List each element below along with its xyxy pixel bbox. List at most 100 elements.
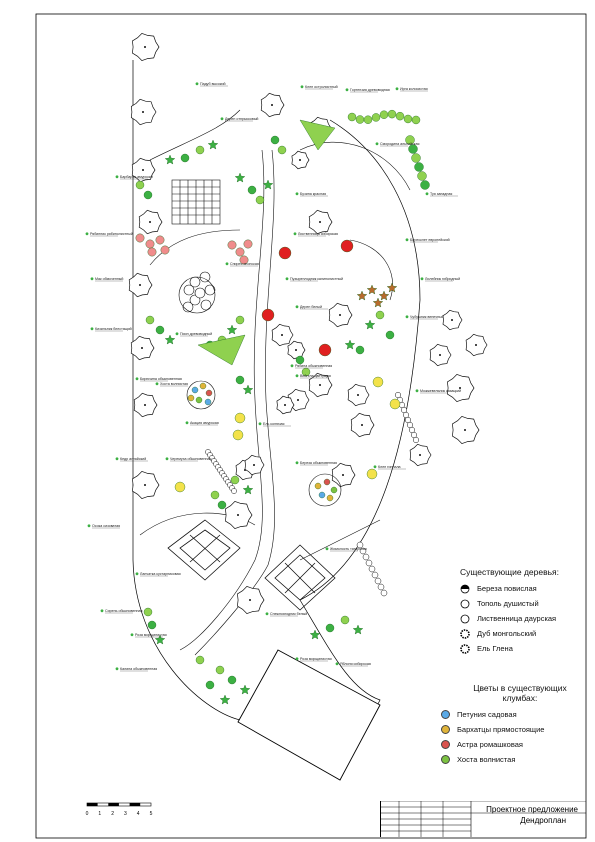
conifer-planting: [364, 319, 376, 330]
legend-tree-row: Ель Глена: [460, 641, 590, 656]
shrub-planting: [143, 607, 153, 617]
plant-callout-label: Спирея японская: [230, 262, 259, 266]
legend-tree-label: Тополь душистый: [477, 599, 539, 608]
shrub-planting: [255, 195, 265, 205]
plant-callout-label: Яблоня сибирская: [340, 662, 371, 666]
red-accent-planting: [261, 308, 275, 322]
flower-color-swatch-icon: [441, 710, 450, 719]
plant-callout: Кизильник блестящий: [90, 327, 132, 332]
conifer-planting: [239, 684, 251, 695]
plant-callout-label: Гортензия древовидная: [350, 88, 390, 92]
legend-flower-label: Петуния садовая: [457, 710, 517, 719]
scale-tick-label: 2: [111, 811, 114, 817]
existing-tree-3: [131, 157, 156, 183]
pink-planting: [145, 239, 155, 249]
plant-callout-label: Бузина красная: [300, 192, 326, 196]
plant-callout: Клен остролистный: [300, 85, 338, 90]
legend-tree-row: Тополь душистый: [460, 596, 590, 611]
plant-callout-label: Рябинник рябинолистный: [90, 232, 133, 236]
plant-callout-label: Береза обыкновенная: [300, 461, 337, 465]
shrub-planting: [270, 135, 280, 145]
existing-tree-7: [133, 392, 158, 418]
shrub-planting: [215, 665, 225, 675]
plant-callout: Хоста волнистая: [155, 382, 188, 387]
flower-bed-plant: [330, 486, 338, 494]
brown-planting: [386, 282, 398, 293]
plant-callout-label: Клен гиннала: [378, 465, 401, 469]
plant-callout: Роза морщинистая: [295, 657, 332, 662]
legend-flower-label: Бархатцы прямостоящие: [457, 725, 545, 734]
existing-tree-23: [442, 309, 463, 331]
round-bed-1: [178, 276, 216, 314]
red-accent-planting: [318, 343, 332, 357]
plant-callout-label: Хоста волнистая: [160, 382, 188, 386]
hedge-shrub: [355, 115, 365, 124]
brown-planting: [372, 297, 384, 308]
scale-tick-label: 4: [137, 811, 140, 817]
legend-tree-label: Лиственница даурская: [477, 614, 557, 623]
plant-callout: Пион древовидный: [175, 332, 212, 337]
plant-callout: Бузина красная: [295, 192, 328, 197]
plant-callout: Мак обмоченный: [90, 277, 123, 282]
hedge-shrub: [411, 115, 421, 125]
pergola-1: [167, 519, 241, 581]
shrub-planting: [230, 475, 240, 485]
title-dendroplan: Дендроплан: [520, 816, 566, 825]
shrub-planting: [247, 185, 257, 195]
conifer-planting: [234, 172, 246, 183]
legend-tree-row: Лиственница даурская: [460, 611, 590, 626]
conifer-planting: [309, 629, 321, 640]
shrub-planting: [295, 355, 305, 365]
legend-tree-label: Береза повислая: [477, 584, 537, 593]
pink-planting: [135, 233, 145, 243]
existing-trees: [128, 32, 488, 615]
stepping-stone: [380, 589, 388, 597]
hedge-shrub: [420, 180, 430, 190]
legend-flowers: Цветы в существующих клумбах: Петуния са…: [441, 683, 585, 767]
plant-callout-label: Клен остролистный: [305, 85, 338, 89]
plant-callout-label: Туя западная: [430, 192, 452, 196]
plant-callout: Рябинник рябинолистный: [85, 232, 133, 237]
flower-color-swatch-icon: [441, 740, 450, 749]
plant-callout: Снежноягодник белый: [265, 612, 307, 617]
plant-callout-label: Акация амурская: [190, 421, 219, 425]
conifer-planting: [242, 384, 254, 395]
existing-tree-11: [291, 150, 310, 170]
plant-callout-label: Бересклет европейский: [410, 238, 450, 242]
shrub-planting: [195, 145, 205, 155]
flower-bed-plant: [318, 491, 326, 499]
conifer-planting: [164, 334, 176, 345]
existing-tree-6: [130, 335, 155, 361]
plant-callout: Чубушник венечный: [405, 315, 444, 320]
plant-callout-label: Черемуха обыкновенная: [170, 457, 211, 461]
stepping-stone: [231, 488, 237, 494]
plant-callout: Ель колючая: [258, 422, 291, 427]
conifer-planting: [262, 179, 274, 190]
pergola-2: [264, 544, 336, 611]
plant-callout: Пузыреплодник калинолистный: [285, 277, 343, 282]
conifer-planting: [344, 339, 356, 350]
flower-bed-plant: [326, 494, 334, 502]
plant-callout-label: Лапчатка кустарниковая: [140, 572, 181, 576]
pink-planting: [160, 245, 170, 255]
red-accent-planting: [340, 239, 354, 253]
plant-callout-label: Снежноягодник белый: [270, 612, 307, 616]
oak-symbol-icon: [460, 628, 470, 639]
legend-tree-row: Береза повислая: [460, 581, 590, 596]
pink-planting: [239, 255, 249, 265]
hedge-shrub: [387, 109, 397, 119]
plant-callout-label: Дерен белый: [300, 305, 322, 309]
plant-callout-label: Рябина обыкновенная: [295, 364, 332, 368]
legend-tree-label: Ель Глена: [477, 644, 513, 653]
plant-callout: Дерен белый: [295, 305, 328, 310]
site-boundary: [132, 60, 421, 781]
existing-tree-14: [271, 323, 294, 347]
title-block: Проектное предложение Дендроплан: [380, 801, 586, 837]
plant-callout: Падуб высокий: [195, 82, 228, 87]
existing-tree-16: [308, 372, 333, 398]
existing-tree-28: [225, 500, 253, 530]
birch-symbol-icon: [460, 584, 470, 593]
